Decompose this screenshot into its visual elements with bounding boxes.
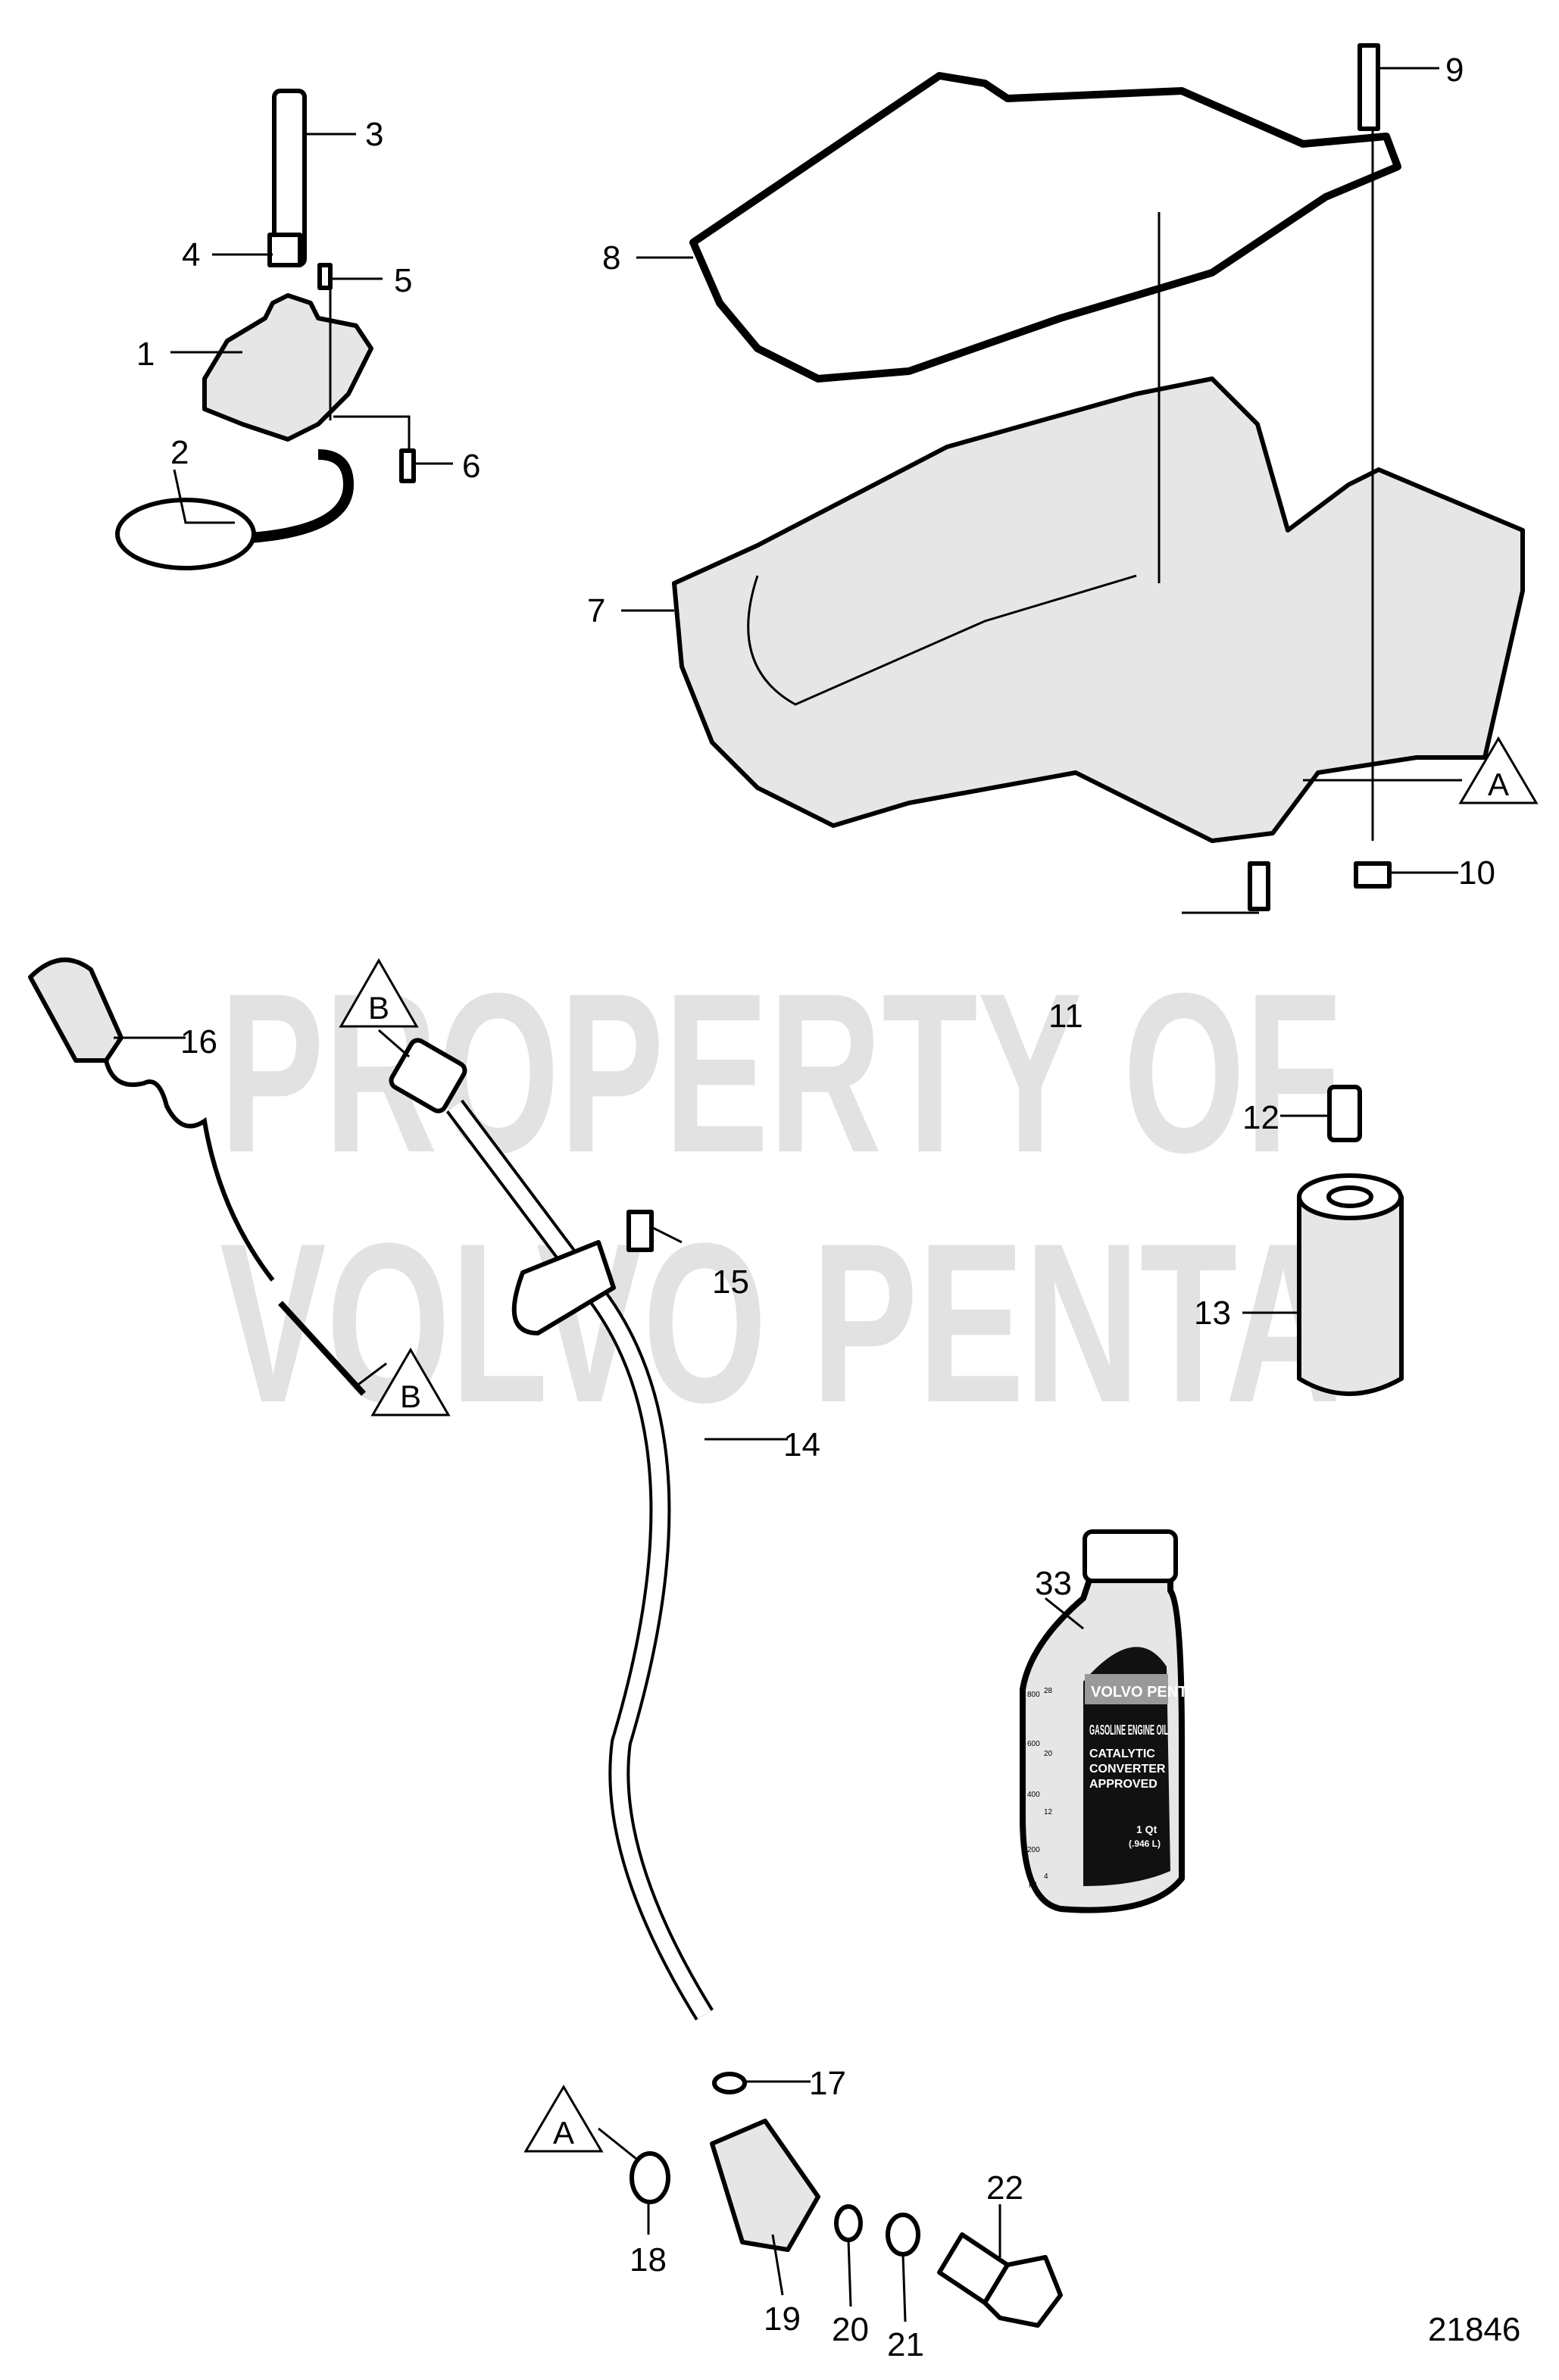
bottle-volume: 1 Qt xyxy=(1136,1823,1158,1835)
label-3: 3 xyxy=(365,116,383,153)
adapter-part-19 xyxy=(710,2119,820,2252)
scale-oz-4: 4 xyxy=(1044,1872,1048,1881)
nut-part-10 xyxy=(1354,861,1392,889)
label-6: 6 xyxy=(462,448,480,485)
label-9: 9 xyxy=(1445,52,1464,89)
oil-pump-assembly xyxy=(115,89,416,570)
scale-ml-400: 400 xyxy=(1027,1791,1040,1799)
label-19: 19 xyxy=(764,2300,801,2338)
oil-pan-part-7 xyxy=(672,376,1525,843)
label-8: 8 xyxy=(602,239,620,276)
stud-part-9 xyxy=(1357,43,1380,131)
bolt-part-15 xyxy=(626,1210,654,1252)
label-2: 2 xyxy=(170,434,189,471)
marker-b-label: B xyxy=(400,1379,421,1414)
label-33: 33 xyxy=(1035,1565,1072,1602)
reference-marker-a-pan: A xyxy=(1458,736,1539,804)
label-13: 13 xyxy=(1194,1295,1231,1332)
bolt-part-11 xyxy=(1248,861,1270,911)
leader-lines xyxy=(114,67,1462,2322)
pin-part-5 xyxy=(317,263,333,290)
label-20: 20 xyxy=(832,2311,869,2348)
bottle-claim-3: APPROVED xyxy=(1089,1778,1158,1791)
tube-cap xyxy=(389,1038,467,1113)
label-12: 12 xyxy=(1242,1099,1279,1136)
seal-part-4 xyxy=(267,233,302,267)
oil-filter-part-13 xyxy=(1297,1195,1404,1396)
part-labels: 1 2 3 4 5 6 7 8 9 10 11 12 13 14 15 16 1… xyxy=(136,52,1495,2363)
drawing-number: 21846 xyxy=(1428,2311,1520,2348)
label-4: 4 xyxy=(182,236,200,273)
label-15: 15 xyxy=(712,1263,749,1301)
bottle-product: GASOLINE ENGINE OIL xyxy=(1089,1723,1168,1738)
label-21: 21 xyxy=(887,2326,924,2363)
plug-head xyxy=(983,2255,1063,2328)
label-10: 10 xyxy=(1458,854,1495,892)
marker-b-label: B xyxy=(368,990,389,1026)
label-17: 17 xyxy=(809,2065,846,2102)
label-1: 1 xyxy=(136,336,155,373)
marker-a-label: A xyxy=(553,2115,574,2150)
scale-ml-600: 600 xyxy=(1027,1740,1040,1748)
scale-oz-12: 12 xyxy=(1044,1808,1053,1816)
dipstick-handle-part-16 xyxy=(28,957,123,1063)
label-11: 11 xyxy=(1048,998,1083,1035)
scale-ml-800: 800 xyxy=(1027,1691,1040,1699)
washer-part-21 xyxy=(886,2213,920,2257)
bottle-brand: VOLVO PENTA xyxy=(1091,1684,1197,1701)
o-ring-part-20 xyxy=(834,2204,863,2242)
reference-marker-b-tube: B xyxy=(339,957,419,1028)
tube-bracket xyxy=(511,1240,616,1335)
scale-oz-28: 28 xyxy=(1044,1687,1053,1695)
reference-marker-a-fitting: A xyxy=(523,2085,604,2153)
bottle-claim-1: CATALYTIC xyxy=(1089,1748,1155,1760)
strainer-part-2 xyxy=(115,498,256,570)
label-7: 7 xyxy=(587,592,605,629)
bottle-volume-metric: (.946 L) xyxy=(1129,1838,1161,1849)
bottle-claim-2: CONVERTER xyxy=(1089,1763,1166,1776)
label-18: 18 xyxy=(630,2241,667,2278)
watermark: PROPERTY OF VOLVO PENTA xyxy=(220,945,1341,1450)
oil-bottle-part-33: VOLVO PENTA GASOLINE ENGINE OIL CATALYTI… xyxy=(1020,1529,1197,1913)
fitting-part-12 xyxy=(1327,1085,1362,1142)
washer-part-18 xyxy=(630,2151,670,2204)
o-ring-part-17 xyxy=(712,2072,747,2094)
oil-pan-gasket-part-8 xyxy=(689,72,1401,383)
scale-ml-200: 200 xyxy=(1027,1846,1040,1854)
reference-marker-b-dipstick: B xyxy=(370,1348,451,1416)
scale-oz-20: 20 xyxy=(1044,1750,1053,1758)
label-5: 5 xyxy=(394,262,412,299)
scale-ml-unit: ml xyxy=(1029,1882,1037,1890)
label-16: 16 xyxy=(180,1023,217,1060)
screw-part-6 xyxy=(399,448,416,483)
marker-a-label: A xyxy=(1488,767,1509,802)
label-22: 22 xyxy=(986,2169,1023,2207)
label-14: 14 xyxy=(783,1426,820,1463)
